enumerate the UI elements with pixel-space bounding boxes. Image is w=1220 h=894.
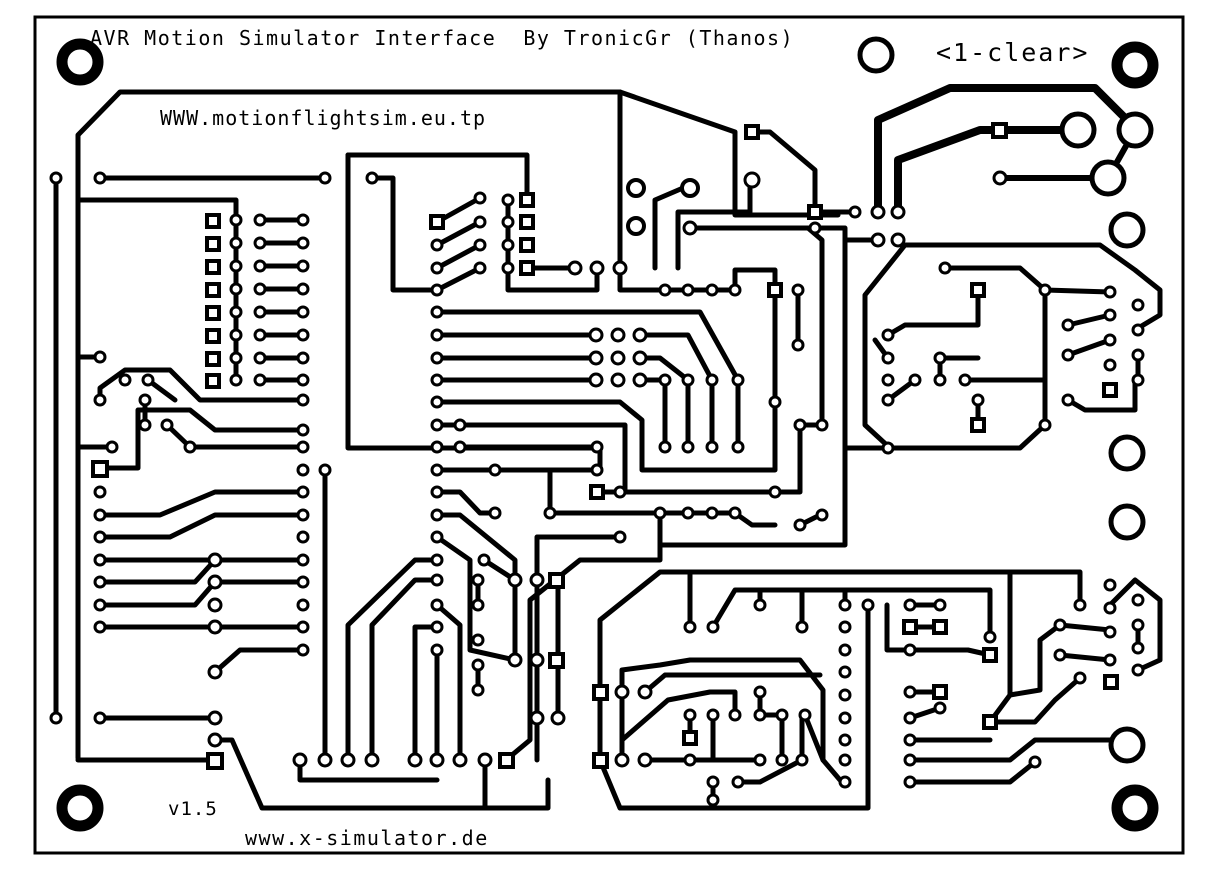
layer-label: <1-clear> (936, 38, 1090, 67)
version-label: v1.5 (168, 798, 218, 820)
board-outline (33, 15, 1185, 855)
bottom-url-label: www.x-simulator.de (245, 826, 489, 850)
square-pads (91, 122, 1119, 770)
mounting-holes (56, 36, 1159, 832)
round-pads (49, 170, 1145, 807)
top-url-label: WWW.motionflightsim.eu.tp (160, 106, 487, 130)
board-title: AVR Motion Simulator Interface By Tronic… (90, 26, 795, 50)
